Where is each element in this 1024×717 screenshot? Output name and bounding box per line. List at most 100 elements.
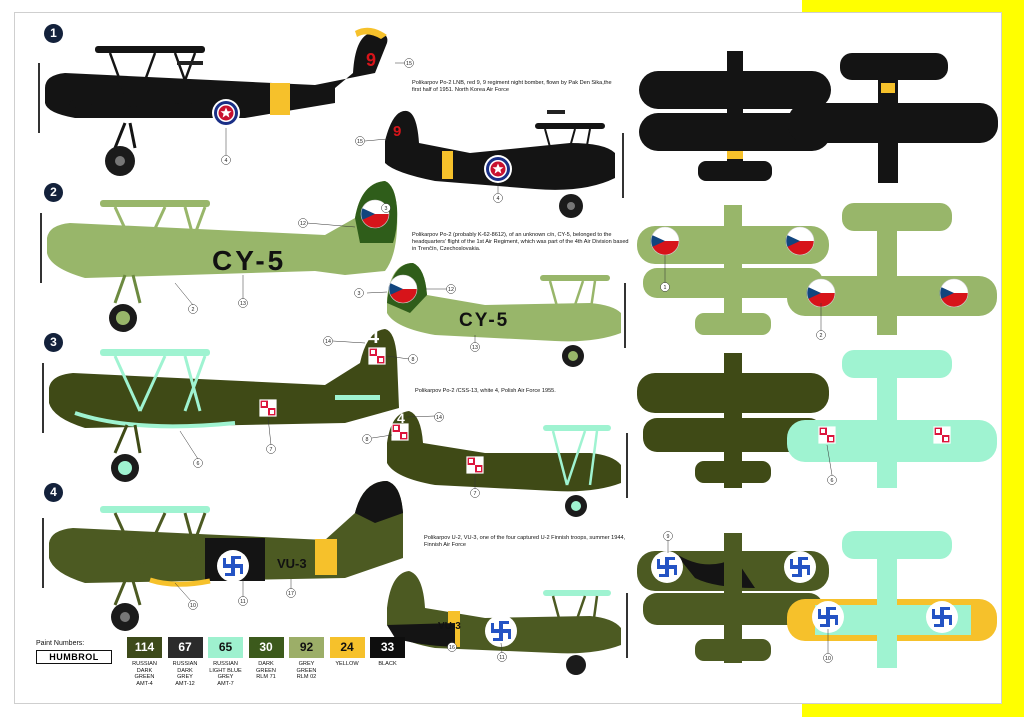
- svg-text:6: 6: [197, 461, 200, 467]
- paint-label-line: DARK: [258, 661, 274, 667]
- svg-text:11: 11: [240, 599, 246, 605]
- callout-1: [660, 282, 670, 292]
- svg-text:2: 2: [820, 333, 823, 339]
- callout-7a: [266, 444, 276, 454]
- svg-text:11: 11: [499, 655, 505, 661]
- svg-text:10: 10: [190, 603, 196, 609]
- paint-label-24: YELLOW: [325, 661, 369, 668]
- svg-text:2: 2: [192, 307, 195, 313]
- callout-6a: [193, 458, 203, 468]
- callout-8b: [362, 434, 372, 444]
- callout-10a: [188, 600, 198, 610]
- aircraft-4-large-side: VU-3: [42, 481, 403, 631]
- paint-swatch-67: 67: [167, 637, 203, 658]
- svg-text:7: 7: [474, 491, 477, 497]
- svg-text:8: 8: [366, 437, 369, 443]
- svg-text:8: 8: [412, 357, 415, 363]
- callout-15a: [404, 58, 414, 68]
- paint-swatch-92: 92: [289, 637, 324, 658]
- decal-sheet: 9 9: [14, 12, 1002, 704]
- profile-4-description: Polikarpov U-2, VU-3, one of the four ca…: [424, 535, 626, 548]
- callout-12b: [446, 284, 456, 294]
- paint-label-line: AMT-12: [175, 680, 195, 687]
- callout-4b: [493, 193, 503, 203]
- small-registration-vu3: VU-3: [438, 621, 461, 632]
- callout-13b: [470, 342, 480, 352]
- svg-text:10: 10: [825, 656, 831, 662]
- paint-label-line: RUSSIAN: [132, 661, 157, 667]
- small-registration-cy5: CY-5: [459, 310, 509, 331]
- callout-12a: [298, 218, 308, 228]
- small-tail-number-white-4: 4: [397, 410, 405, 426]
- paint-numbers-title: Paint Numbers:: [36, 640, 85, 647]
- svg-text:3: 3: [385, 206, 388, 212]
- profile-1-description: Polikarpov Po-2 LNB, red 9, 9 regiment n…: [412, 80, 612, 93]
- callout-2b: [816, 330, 826, 340]
- paint-label-line: YELLOW: [335, 661, 359, 667]
- aircraft-2-plan-views: [637, 203, 997, 335]
- svg-text:15: 15: [406, 61, 412, 67]
- svg-text:9: 9: [667, 534, 670, 540]
- aircraft-2-small-side: CY-5: [387, 263, 626, 367]
- callout-16: [447, 642, 457, 652]
- paint-label-33: BLACK: [366, 661, 410, 668]
- callout-labels: 15 4 15 4 12 3 2 13 12 3 13 14 8 7 6 14 …: [190, 61, 833, 662]
- tail-number-9: 9: [366, 50, 376, 70]
- aircraft-4-plan-views: [637, 531, 997, 668]
- paint-label-line: GREEN: [134, 674, 155, 681]
- svg-text:16: 16: [449, 645, 455, 651]
- paint-swatch-24: 24: [329, 637, 365, 658]
- svg-text:13: 13: [472, 345, 478, 351]
- callout-2a: [188, 304, 198, 314]
- profile-2-description: Polikarpov Po-2 (probably K-62-8612), of…: [412, 232, 629, 252]
- paint-label-line: RLM 71: [256, 674, 276, 681]
- registration-cy5: CY-5: [212, 245, 286, 276]
- paint-label-line: GREEN: [296, 667, 317, 674]
- paint-label-line: RLM 02: [296, 674, 317, 681]
- paint-swatch-30: 30: [248, 637, 284, 658]
- svg-text:13: 13: [240, 301, 246, 307]
- svg-text:12: 12: [300, 221, 306, 227]
- small-tail-number-9: 9: [393, 123, 401, 140]
- svg-text:3: 3: [358, 291, 361, 297]
- svg-text:12: 12: [448, 287, 454, 293]
- callout-10b: [823, 653, 833, 663]
- paint-label-line: RUSSIAN: [213, 661, 238, 667]
- callout-14b: [434, 412, 444, 422]
- aircraft-3-small-side: 4: [387, 410, 628, 517]
- callout-11a: [238, 596, 248, 606]
- svg-text:14: 14: [325, 339, 331, 345]
- aircraft-illustrations: 9 9: [38, 27, 998, 675]
- paint-swatch-65: 65: [208, 637, 243, 658]
- svg-text:4: 4: [225, 158, 228, 164]
- paint-swatch-33: 33: [370, 637, 405, 658]
- profile-3-badge: 3: [44, 333, 63, 352]
- humbrol-logo-box: HUMBROL: [36, 650, 112, 664]
- callout-17: [286, 588, 296, 598]
- callout-markers: [174, 58, 837, 663]
- paint-label-line: GREY: [298, 661, 315, 667]
- aircraft-1-plan-views: [639, 51, 998, 183]
- aircraft-3-plan-views: [637, 350, 997, 488]
- callout-14a: [323, 336, 333, 346]
- paint-label-line: GREY: [177, 674, 193, 681]
- registration-vu3: VU-3: [277, 556, 307, 571]
- paint-label-line: AMT-4: [136, 680, 153, 687]
- callout-3b: [354, 288, 364, 298]
- tail-number-white-4: 4: [368, 326, 380, 348]
- svg-text:1: 1: [664, 285, 667, 291]
- profile-3-description: Polikarpov Po-2 /CSS-13, white 4, Polish…: [415, 388, 556, 394]
- profile-2-badge: 2: [44, 183, 63, 202]
- aircraft-2-large-side: CY-5: [40, 181, 398, 332]
- paint-swatch-114: 114: [127, 637, 162, 658]
- svg-text:7: 7: [270, 447, 273, 453]
- svg-text:4: 4: [497, 196, 500, 202]
- profile-1-badge: 1: [44, 24, 63, 43]
- paint-label-line: DARK: [136, 667, 153, 674]
